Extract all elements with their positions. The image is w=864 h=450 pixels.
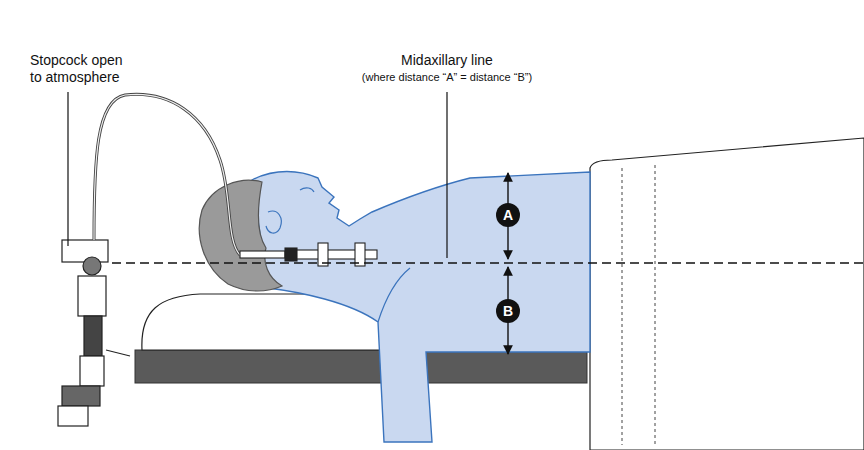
callout-label: Stopcock open to atmosphere [30, 52, 134, 86]
line-label: Midaxillary line [401, 52, 493, 69]
midaxillary-line [112, 262, 864, 263]
bed [135, 350, 587, 383]
leader-line [67, 92, 68, 246]
sheet-fold [655, 165, 656, 445]
patient-body [252, 172, 590, 443]
callout-circle: B [496, 299, 520, 323]
callout-letter: A [503, 208, 513, 222]
arm-outline [378, 268, 410, 322]
pressure-tubing [94, 94, 240, 255]
hair [199, 180, 282, 291]
sheet [590, 138, 864, 450]
transducer [58, 240, 130, 426]
eye [300, 188, 314, 192]
ear [266, 211, 281, 233]
pressure-tubing [94, 94, 240, 255]
callout-letter: B [503, 304, 513, 318]
leader-line [446, 92, 447, 258]
sheet-fold [622, 168, 623, 445]
note-label: (where distance “A” = distance “B”) [362, 71, 532, 84]
callout-circle: A [496, 203, 520, 227]
